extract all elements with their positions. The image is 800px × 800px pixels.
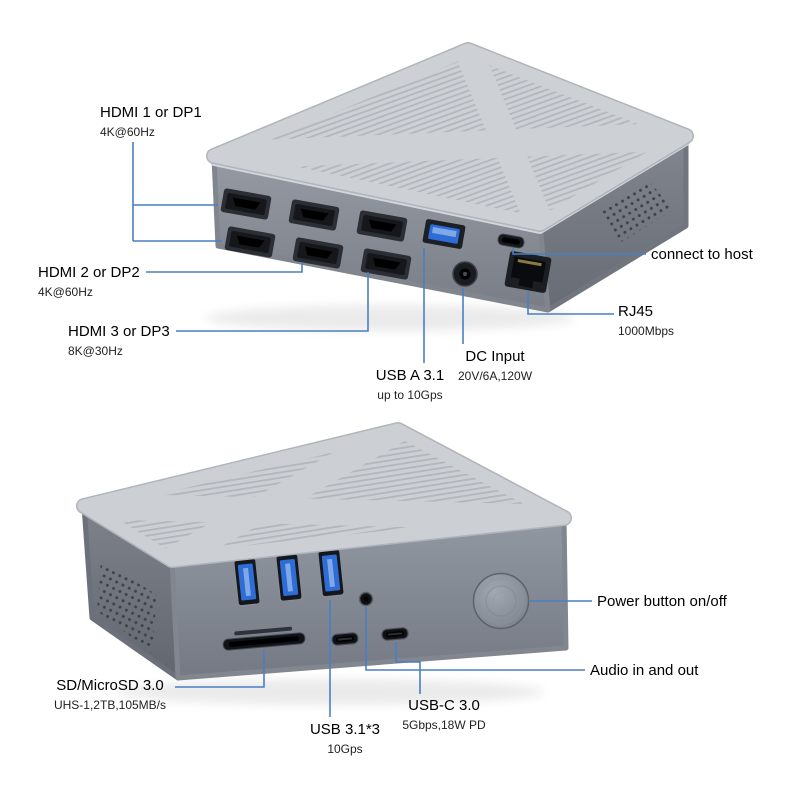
annotation-usbc: USB-C 3.0 5Gbps,18W PD bbox=[394, 697, 494, 732]
annotation-host-label: connect to host bbox=[651, 246, 753, 263]
annotation-connect-to-host: connect to host bbox=[651, 246, 753, 264]
leader-hdmi3 bbox=[176, 272, 369, 332]
usb-a-31-port-3-icon bbox=[317, 548, 345, 598]
annotation-usb-a-sublabel: up to 10Gps bbox=[377, 388, 443, 402]
annotation-sd: SD/MicroSD 3.0 UHS-1,2TB,105MB/s bbox=[25, 677, 195, 712]
annotation-hdmi2-label: HDMI 2 or DP2 bbox=[38, 264, 140, 281]
leader-host bbox=[512, 248, 646, 255]
annotation-sd-label: SD/MicroSD 3.0 bbox=[56, 677, 164, 694]
annotation-audio: Audio in and out bbox=[590, 662, 698, 680]
annotation-usb-a-label: USB A 3.1 bbox=[375, 367, 445, 384]
annotation-rj45: RJ45 1000Mbps bbox=[618, 303, 674, 338]
leader-sd bbox=[175, 650, 265, 688]
leader-hdmi2 bbox=[146, 262, 303, 273]
mini-pc-front-view bbox=[76, 422, 572, 705]
vent-grille-icon bbox=[97, 560, 157, 653]
hdmi-dp-port-6-icon bbox=[360, 248, 412, 280]
annotation-hdmi3-sublabel: 8K@30Hz bbox=[68, 344, 123, 358]
sd-card-slot-icon bbox=[222, 626, 306, 651]
hdmi-dp-port-5-icon bbox=[292, 237, 344, 269]
usb-a-port-icon bbox=[422, 219, 466, 249]
annotation-hdmi1-sublabel: 4K@60Hz bbox=[100, 125, 155, 139]
device-shadow bbox=[205, 305, 575, 331]
audio-jack-icon bbox=[358, 591, 374, 607]
annotation-usb31: USB 3.1*3 10Gps bbox=[295, 721, 395, 756]
hdmi-dp-port-2-icon bbox=[288, 199, 340, 231]
annotation-rj45-label: RJ45 bbox=[618, 303, 654, 320]
hdmi-dp-port-1-icon bbox=[220, 188, 272, 220]
usb-a-31-port-2-icon bbox=[275, 553, 303, 602]
annotation-usb31-sublabel: 10Gps bbox=[327, 742, 363, 756]
usb-c-port-2-icon bbox=[381, 627, 409, 641]
annotation-usb31-label: USB 3.1*3 bbox=[309, 721, 381, 738]
leader-hdmi1 bbox=[132, 142, 222, 242]
annotation-dc-label: DC Input bbox=[465, 348, 525, 365]
annotation-power-label: Power button on/off bbox=[597, 593, 727, 610]
power-button-icon bbox=[472, 572, 530, 630]
usb-c-host-port-icon bbox=[497, 233, 525, 249]
leader-lines bbox=[132, 142, 646, 717]
annotation-hdmi2-sublabel: 4K@60Hz bbox=[38, 285, 93, 299]
dc-input-jack-icon bbox=[452, 261, 478, 287]
annotation-power-button: Power button on/off bbox=[597, 593, 727, 611]
hdmi-dp-port-4-icon bbox=[224, 226, 276, 258]
usb-c-port-1-icon bbox=[331, 632, 359, 646]
leader-rj45 bbox=[527, 292, 614, 315]
annotation-usbc-label: USB-C 3.0 bbox=[408, 697, 480, 714]
annotation-dc-sublabel: 20V/6A,120W bbox=[457, 369, 533, 383]
annotation-hdmi2: HDMI 2 or DP2 4K@60Hz bbox=[38, 264, 140, 299]
mini-pc-rear-view bbox=[205, 42, 694, 331]
annotation-hdmi1: HDMI 1 or DP1 4K@60Hz bbox=[100, 104, 202, 139]
annotation-audio-label: Audio in and out bbox=[590, 662, 699, 679]
lid-x-bands bbox=[214, 50, 686, 224]
rj45-port-icon bbox=[504, 251, 552, 293]
usb-a-31-port-1-icon bbox=[233, 557, 261, 607]
annotation-sd-sublabel: UHS-1,2TB,105MB/s bbox=[53, 698, 167, 712]
annotation-usbc-sublabel: 5Gbps,18W PD bbox=[402, 718, 486, 732]
annotation-hdmi3-label: HDMI 3 or DP3 bbox=[68, 323, 170, 340]
annotation-hdmi1-label: HDMI 1 or DP1 bbox=[100, 104, 202, 121]
hdmi-dp-port-3-icon bbox=[356, 210, 408, 242]
annotation-rj45-sublabel: 1000Mbps bbox=[618, 324, 675, 338]
lid-x-bands bbox=[84, 430, 564, 560]
leader-usbc bbox=[395, 642, 421, 694]
leader-audio bbox=[365, 607, 585, 671]
vent-grille-icon bbox=[598, 182, 673, 242]
annotation-hdmi3: HDMI 3 or DP3 8K@30Hz bbox=[68, 323, 170, 358]
annotation-usb-a: USB A 3.1 up to 10Gps bbox=[355, 367, 465, 402]
annotation-dc-input: DC Input 20V/6A,120W bbox=[440, 348, 550, 383]
